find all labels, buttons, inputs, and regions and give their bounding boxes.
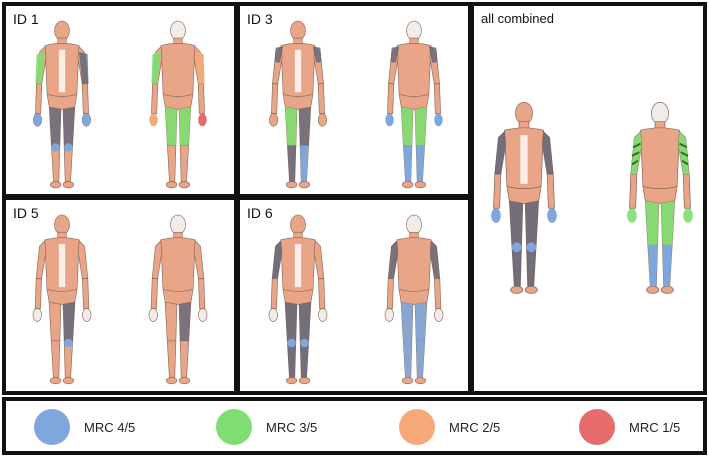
legend-label: MRC 3/5 — [266, 420, 317, 435]
legend-swatch — [399, 409, 435, 445]
panel-id1: ID 1 — [2, 2, 238, 198]
panel-all-combined: all combined — [470, 2, 707, 395]
legend-item-mrc2: MRC 2/5 — [399, 409, 500, 445]
panel-id5: ID 5 — [2, 196, 238, 395]
body-figure-front — [264, 214, 332, 386]
body-figure-front — [28, 214, 96, 386]
body-figure-back — [380, 214, 448, 386]
legend-label: MRC 1/5 — [629, 420, 680, 435]
legend-label: MRC 2/5 — [449, 420, 500, 435]
body-figure-back — [622, 101, 698, 296]
body-figure-front — [486, 101, 562, 296]
legend-swatch — [216, 409, 252, 445]
legend: MRC 4/5 MRC 3/5 MRC 2/5 MRC 1/5 — [2, 397, 707, 455]
legend-label: MRC 4/5 — [84, 420, 135, 435]
panel-label: all combined — [481, 11, 554, 26]
legend-item-mrc1: MRC 1/5 — [579, 409, 680, 445]
legend-swatch — [34, 409, 70, 445]
body-figure-front — [28, 20, 96, 190]
legend-swatch — [579, 409, 615, 445]
panel-id3: ID 3 — [236, 2, 472, 198]
body-figure-front — [264, 20, 332, 190]
body-figure-back — [144, 20, 212, 190]
panel-id6: ID 6 — [236, 196, 472, 395]
legend-item-mrc3: MRC 3/5 — [216, 409, 317, 445]
body-figure-back — [144, 214, 212, 386]
legend-item-mrc4: MRC 4/5 — [34, 409, 135, 445]
body-base — [33, 21, 90, 188]
body-figure-back — [380, 20, 448, 190]
